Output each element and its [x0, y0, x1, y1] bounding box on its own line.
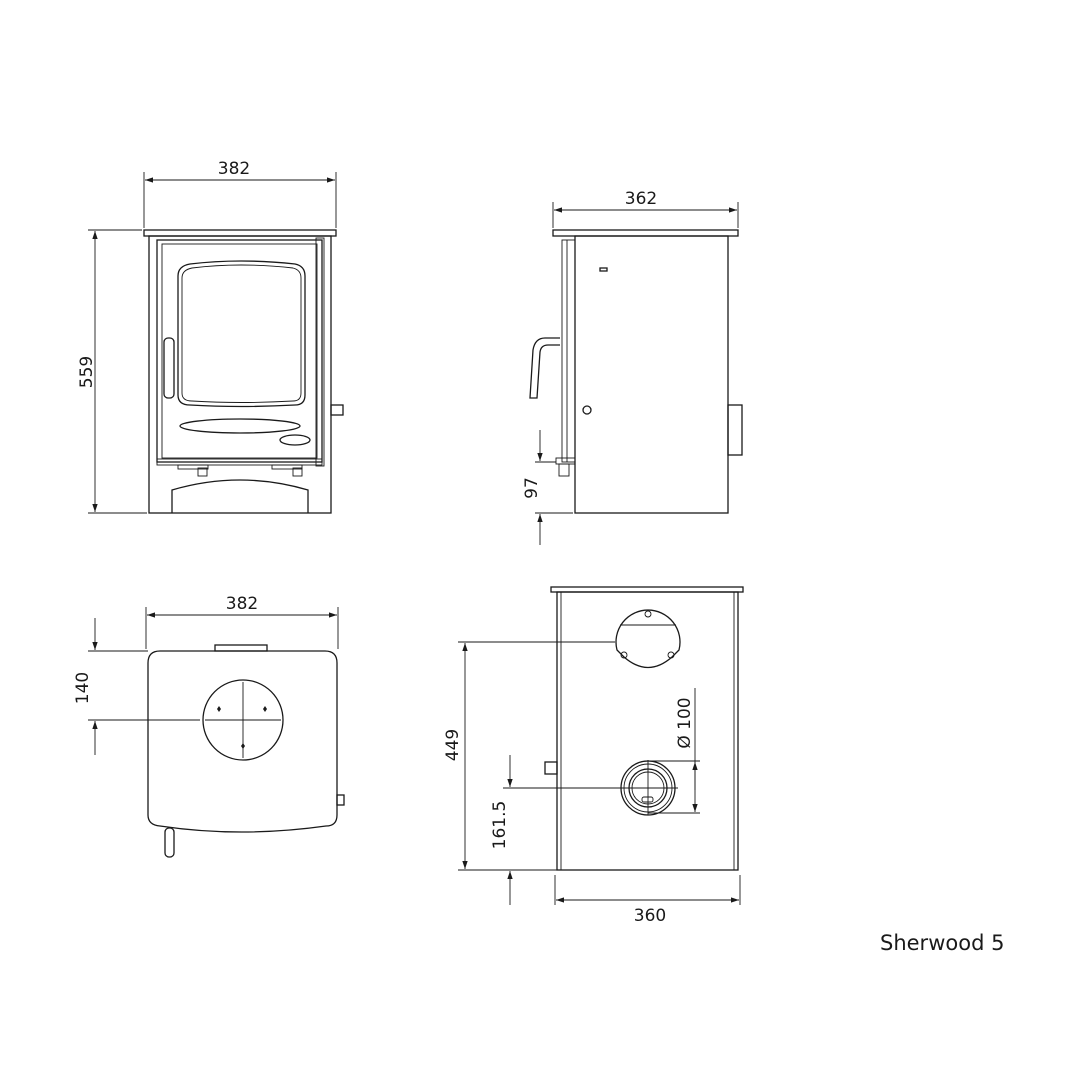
side-view: [529, 229, 743, 514]
side-depth-label: 362: [625, 189, 657, 209]
flue-offset-label: 140: [73, 672, 93, 704]
rear-view: [544, 586, 744, 871]
front-dimensions: 382 559: [77, 159, 337, 514]
air-inlet-diameter-label: Ø 100: [675, 697, 695, 748]
top-view: [147, 644, 345, 858]
front-view: [143, 229, 344, 514]
model-title: Sherwood 5: [880, 931, 1005, 955]
air-inlet-height-label: 161.5: [490, 801, 510, 850]
front-width-label: 382: [218, 159, 250, 179]
top-dimensions: 382 140: [73, 594, 339, 755]
top-width-label: 382: [226, 594, 258, 614]
side-dimensions: 362 97: [522, 189, 739, 545]
flue-height-label: 449: [443, 729, 463, 761]
front-height-label: 559: [77, 356, 97, 388]
rear-width-label: 360: [634, 906, 666, 926]
rear-dimensions: 449 161.5 360 Ø 100: [443, 641, 741, 926]
leg-height-label: 97: [522, 477, 542, 499]
